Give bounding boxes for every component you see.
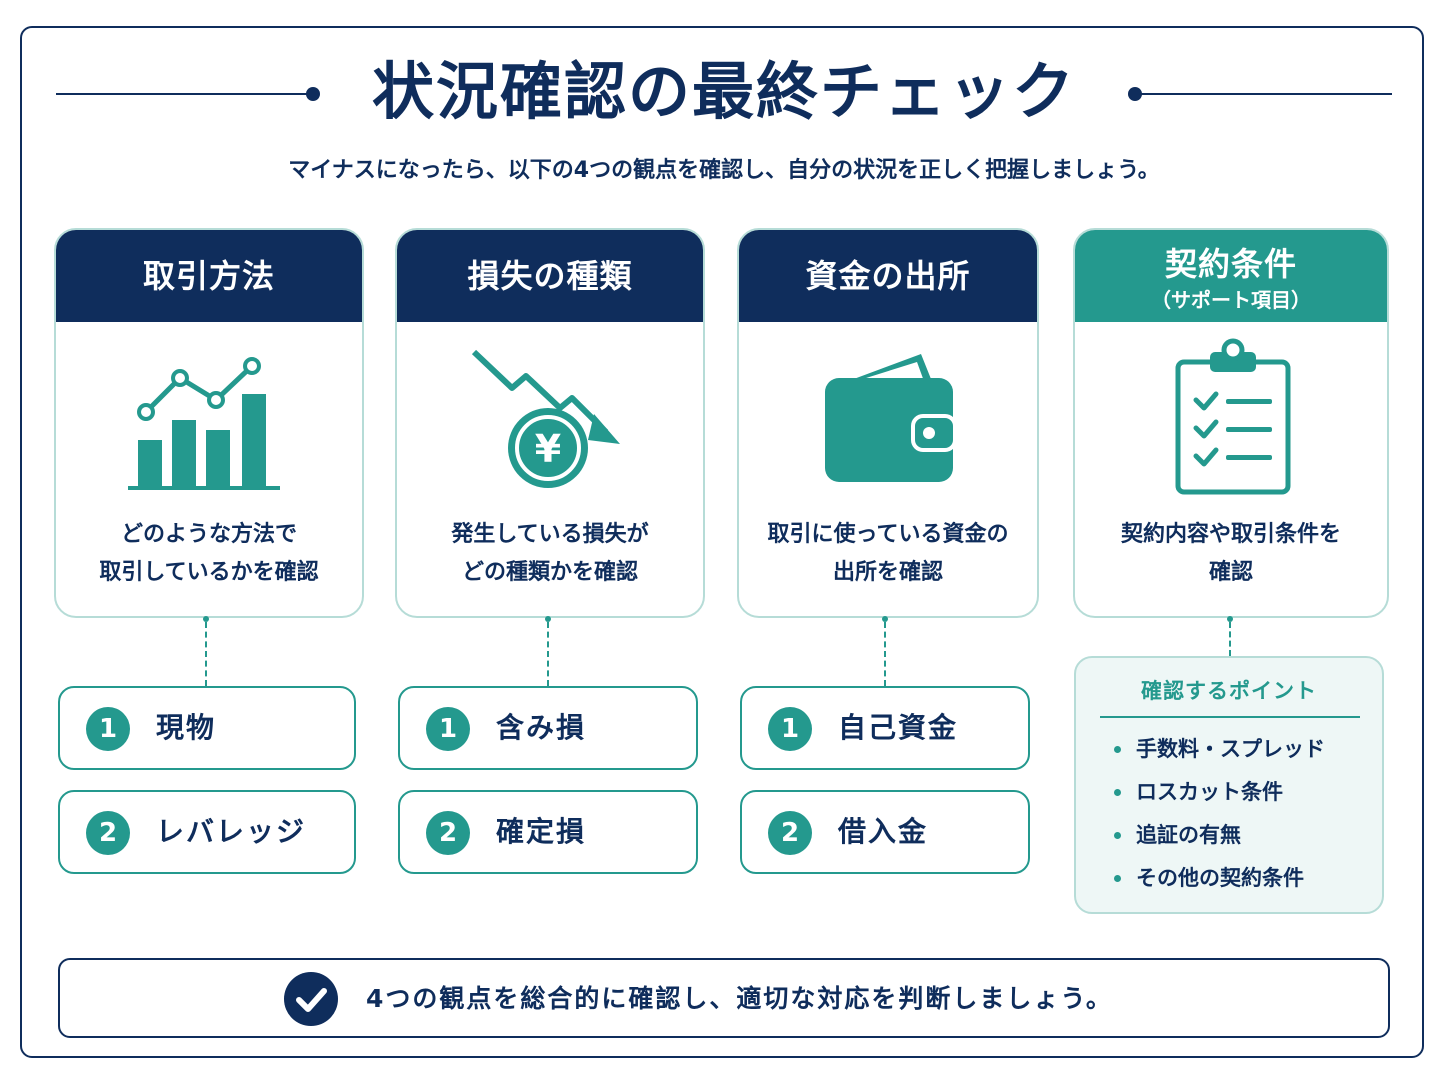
connector-dot — [882, 616, 888, 622]
item-label: 確定損 — [496, 815, 587, 848]
number-badge: 2 — [86, 811, 130, 855]
list-item: 2 レバレッジ — [58, 790, 356, 874]
desc-line: 取引しているかを確認 — [99, 560, 319, 585]
card-heading: 契約条件 — [1164, 245, 1297, 283]
points-list: 手数料・スプレッド ロスカット条件 追証の有無 その他の契約条件 — [1110, 728, 1325, 900]
list-item: 1 自己資金 — [740, 686, 1030, 770]
card-header: 契約条件 （サポート項目） — [1075, 230, 1387, 322]
check-points-panel: 確認するポイント 手数料・スプレッド ロスカット条件 追証の有無 その他の契約条… — [1074, 656, 1384, 914]
card-heading: 取引方法 — [142, 257, 275, 295]
title-dot-right — [1128, 87, 1142, 101]
title-rule-left — [56, 93, 314, 95]
bullet-icon — [1114, 875, 1121, 882]
list-item: 1 含み損 — [398, 686, 698, 770]
connector-line — [547, 622, 549, 686]
card-description: 発生している損失が どの種類かを確認 — [407, 516, 693, 592]
item-label: 現物 — [156, 711, 217, 744]
card-loss-type: 損失の種類 ¥ 発生している損失が どの種類かを確認 — [395, 228, 705, 618]
card-description: どのような方法で 取引しているかを確認 — [66, 516, 352, 592]
desc-line: 発生している損失が — [451, 522, 649, 547]
footer-summary: 4つの観点を総合的に確認し、適切な対応を判断しましょう。 — [58, 958, 1390, 1038]
page-subtitle: マイナスになったら、以下の4つの観点を確認し、自分の状況を正しく把握しましょう。 — [288, 158, 1160, 183]
bar-chart-icon — [56, 348, 362, 518]
clipboard-checklist-icon — [1075, 338, 1387, 508]
point-item: 手数料・スプレッド — [1110, 728, 1325, 771]
desc-line: 確認 — [1208, 560, 1253, 585]
card-trading-method: 取引方法 どのような方法で 取引しているかを確認 — [54, 228, 364, 618]
bullet-icon — [1114, 746, 1121, 753]
desc-line: 契約内容や取引条件を — [1120, 522, 1341, 547]
card-header: 資金の出所 — [739, 230, 1037, 322]
connector-dot — [545, 616, 551, 622]
card-fund-source: 資金の出所 取引に使っている資金の 出所を確認 — [737, 228, 1039, 618]
page-title: 状況確認の最終チェック — [371, 55, 1076, 128]
card-description: 契約内容や取引条件を 確認 — [1085, 516, 1377, 592]
point-item: ロスカット条件 — [1110, 771, 1325, 814]
point-item: その他の契約条件 — [1110, 857, 1325, 900]
connector-dot — [203, 616, 209, 622]
item-label: レバレッジ — [156, 815, 307, 848]
point-text: その他の契約条件 — [1136, 866, 1304, 890]
card-heading: 損失の種類 — [467, 257, 633, 295]
list-item: 2 確定損 — [398, 790, 698, 874]
list-item: 2 借入金 — [740, 790, 1030, 874]
title-dot-left — [306, 87, 320, 101]
number-badge: 2 — [426, 811, 470, 855]
point-text: 手数料・スプレッド — [1136, 737, 1325, 761]
bullet-icon — [1114, 789, 1121, 796]
points-title: 確認するポイント — [1141, 679, 1317, 703]
card-header: 取引方法 — [56, 230, 362, 322]
card-subheading: （サポート項目） — [1151, 288, 1311, 312]
points-divider — [1100, 716, 1360, 718]
point-text: 追証の有無 — [1136, 823, 1241, 847]
number-badge: 2 — [768, 811, 812, 855]
point-text: ロスカット条件 — [1136, 780, 1283, 804]
item-label: 自己資金 — [838, 711, 959, 744]
item-label: 借入金 — [838, 815, 929, 848]
desc-line: 出所を確認 — [832, 560, 943, 585]
check-circle-icon — [284, 972, 338, 1026]
connector-dot — [1227, 616, 1233, 622]
desc-line: どのような方法で — [120, 522, 297, 547]
title-rule-right — [1136, 93, 1392, 95]
card-description: 取引に使っている資金の 出所を確認 — [749, 516, 1027, 592]
card-header: 損失の種類 — [397, 230, 703, 322]
item-label: 含み損 — [496, 711, 587, 744]
number-badge: 1 — [86, 707, 130, 751]
desc-line: 取引に使っている資金の — [767, 522, 1009, 547]
card-heading: 資金の出所 — [805, 257, 971, 295]
bullet-icon — [1114, 832, 1121, 839]
footer-text: 4つの観点を総合的に確認し、適切な対応を判断しましょう。 — [366, 984, 1113, 1013]
svg-text:¥: ¥ — [535, 427, 561, 471]
desc-line: どの種類かを確認 — [461, 560, 638, 585]
connector-line — [205, 622, 207, 686]
list-item: 1 現物 — [58, 686, 356, 770]
point-item: 追証の有無 — [1110, 814, 1325, 857]
connector-line — [884, 622, 886, 686]
number-badge: 1 — [426, 707, 470, 751]
loss-yen-icon: ¥ — [397, 348, 703, 518]
wallet-icon — [739, 348, 1037, 518]
card-contract-terms: 契約条件 （サポート項目） 契約内容や取引条件を 確認 — [1073, 228, 1389, 618]
number-badge: 1 — [768, 707, 812, 751]
connector-line — [1229, 622, 1231, 656]
